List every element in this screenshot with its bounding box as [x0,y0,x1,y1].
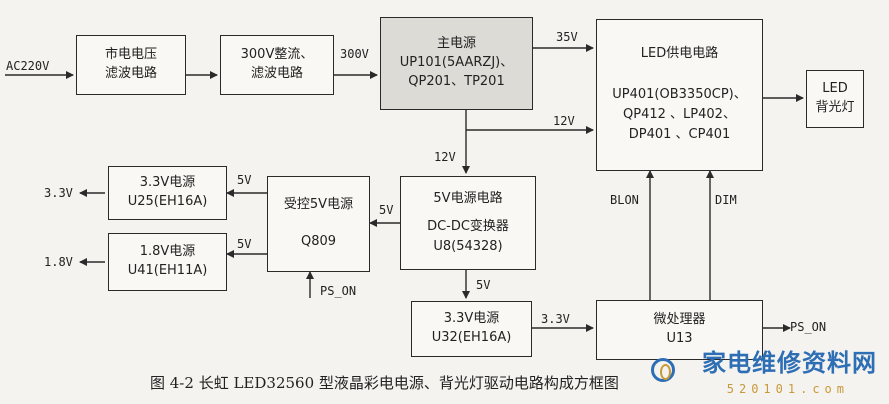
label-300v: 300V [340,47,369,61]
block-mains-filter-line1: 市电电压 [104,47,157,63]
block-led-backlight-line1: LED [822,81,848,97]
block-3v3-top-line2: U25(EH16A) [127,194,208,209]
label-12v-down: 12V [434,150,456,164]
block-3v3-bottom: 3.3V电源 U32(EH16A) [411,301,532,357]
label-3v3-mcu: 3.3V [541,312,570,326]
label-blon: BLON [610,193,639,207]
block-controlled-5v-line2: Q809 [300,234,337,250]
block-5v-circuit-line2: DC-DC变换器 [427,218,509,234]
block-3v3-bottom-line2: U32(EH16A) [431,330,512,345]
block-mcu-line2: U13 [666,331,693,346]
block-led-power: LED供电电路 UP401(OB3350CP)、 QP412 、LP402、 D… [596,19,763,171]
label-dim: DIM [715,193,737,207]
block-led-backlight-line2: 背光灯 [815,100,855,115]
block-1v8: 1.8V电源 U41(EH11A) [108,233,227,291]
block-led-power-line1: UP401(OB3350CP)、 [612,86,747,102]
block-main-power-line2: QP201、TP201 [408,73,505,89]
block-led-power-line3: DP401 、CP401 [628,127,731,143]
label-3v3-top-out: 3.3V [44,186,73,200]
block-led-power-line2: QP412 、LP402、 [623,107,736,123]
block-5v-circuit-line3: U8(54328) [433,239,503,255]
block-main-power: 主电源 UP101(5AARZJ)、 QP201、TP201 [380,17,533,110]
block-rectifier: 300V整流、 滤波电路 [220,35,334,95]
label-12v-right: 12V [553,114,575,128]
watermark-logo-icon [651,358,675,382]
label-35v: 35V [556,30,578,44]
block-mcu: 微处理器 U13 [596,300,763,360]
label-1v8-out: 1.8V [44,255,73,269]
block-5v-circuit: 5V电源电路 DC-DC变换器 U8(54328) [400,176,536,270]
block-3v3-bottom-line1: 3.3V电源 [443,311,500,327]
label-5v-top: 5V [237,173,252,187]
block-led-power-title: LED供电电路 [640,45,719,61]
block-3v3-top: 3.3V电源 U25(EH16A) [108,166,227,220]
block-mains-filter: 市电电压 滤波电路 [76,35,186,95]
label-5v-mid: 5V [379,203,394,217]
block-led-backlight: LED 背光灯 [806,70,864,128]
label-5v-low: 5V [237,237,252,251]
block-rectifier-line1: 300V整流、 [240,47,314,63]
label-ps-on-in: PS_ON [320,284,357,298]
watermark-text: 家电维修资料网 [702,349,877,377]
block-controlled-5v-line1: 受控5V电源 [283,197,354,213]
block-rectifier-line2: 滤波电路 [250,66,303,81]
watermark-url: 520101.com [726,382,849,396]
block-3v3-top-line1: 3.3V电源 [139,175,196,191]
figure-caption: 图 4-2 长虹 LED32560 型液晶彩电电源、背光灯驱动电路构成方框图 [150,374,619,392]
block-main-power-title: 主电源 [436,36,476,52]
label-ac220v: AC220V [6,59,50,73]
block-controlled-5v: 受控5V电源 Q809 [267,176,370,272]
block-mcu-line1: 微处理器 [653,312,706,328]
label-ps-on-out: PS_ON [790,320,827,334]
label-5v-down: 5V [476,278,491,292]
block-1v8-line1: 1.8V电源 [139,244,196,260]
block-1v8-line2: U41(EH11A) [127,263,208,278]
block-main-power-line1: UP101(5AARZJ)、 [399,55,514,71]
block-mains-filter-line2: 滤波电路 [104,66,157,81]
block-5v-circuit-line1: 5V电源电路 [433,190,503,206]
